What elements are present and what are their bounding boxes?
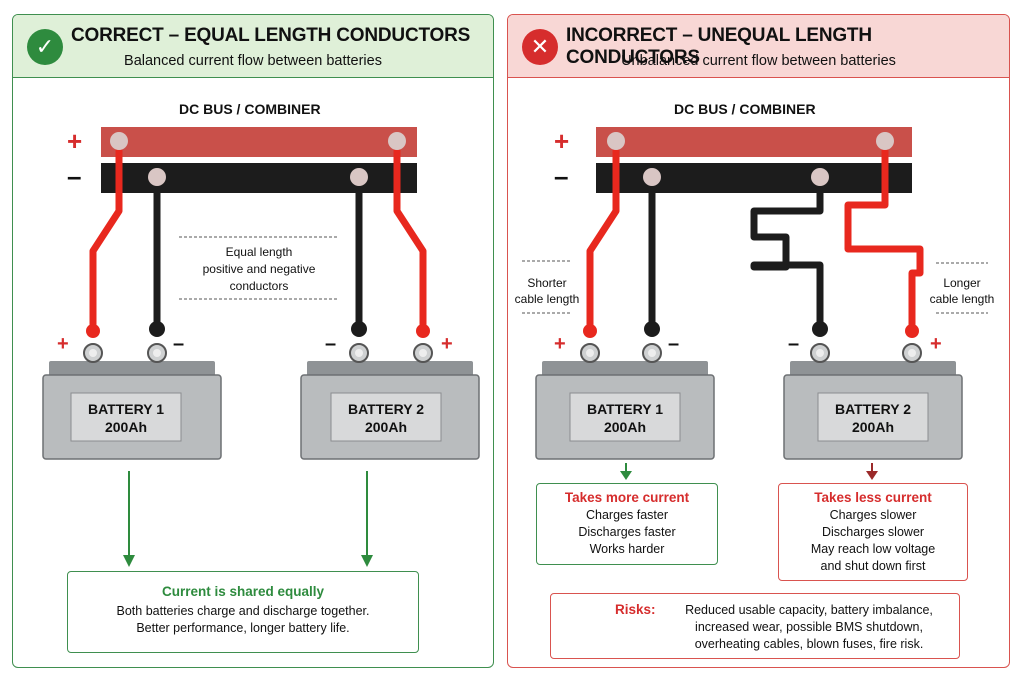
- battery2-label: BATTERY 2 200Ah: [348, 401, 424, 435]
- b1-minus-sign: –: [173, 333, 185, 355]
- battery1-label: BATTERY 1 200Ah: [587, 401, 663, 435]
- battery1: [42, 343, 222, 460]
- b2-minus-sign: –: [325, 333, 337, 355]
- battery1: [535, 343, 715, 460]
- risks-box: Risks: Reduced usable capacity, battery …: [550, 593, 960, 659]
- bus-minus-sign: –: [554, 161, 569, 191]
- risks-text: Reduced usable capacity, battery imbalan…: [685, 603, 933, 651]
- b1-plus-sign: +: [554, 333, 566, 355]
- battery2-negative-cable: [750, 177, 824, 331]
- incorrect-subtitle: Unbalanced current flow between batterie…: [621, 53, 896, 69]
- less-current-box: Takes less current Charges slower Discha…: [778, 483, 968, 581]
- b2-plus-sign: +: [441, 333, 453, 355]
- correct-wiring-diagram: [42, 127, 480, 567]
- equal-length-note: Equal length positive and negative condu…: [202, 245, 316, 293]
- shared-current-box: Current is shared equally Both batteries…: [67, 571, 419, 653]
- correct-title: CORRECT – EQUAL LENGTH CONDUCTORS: [71, 25, 471, 46]
- shorter-cable-note: Shorter cable length: [514, 276, 580, 306]
- battery1-positive-cable: [89, 141, 123, 331]
- x-icon: ✕: [522, 29, 558, 65]
- incorrect-header: ✕ INCORRECT – UNEQUAL LENGTH CONDUCTORS …: [508, 15, 1009, 78]
- battery1-label: BATTERY 1 200Ah: [88, 401, 164, 435]
- b1-plus-sign: +: [57, 333, 69, 355]
- positive-bus-bar: [101, 127, 417, 157]
- b2-minus-sign: –: [788, 333, 800, 355]
- battery2-label: BATTERY 2 200Ah: [835, 401, 911, 435]
- battery1-positive-cable: [586, 141, 620, 331]
- bus-label: DC BUS / COMBINER: [674, 101, 816, 117]
- b1-minus-sign: –: [668, 333, 680, 355]
- bus-minus-sign: –: [67, 161, 82, 191]
- incorrect-panel: ✕ INCORRECT – UNEQUAL LENGTH CONDUCTORS …: [507, 14, 1010, 668]
- bus-label: DC BUS / COMBINER: [179, 101, 321, 117]
- battery2-positive-cable: [393, 141, 427, 331]
- correct-header: ✓ CORRECT – EQUAL LENGTH CONDUCTORS Bala…: [13, 15, 493, 78]
- bus-plus-sign: +: [554, 126, 570, 156]
- correct-panel: ✓ CORRECT – EQUAL LENGTH CONDUCTORS Bala…: [12, 14, 494, 668]
- battery2: [300, 343, 480, 460]
- battery2-positive-cable: [844, 141, 924, 331]
- positive-bus-bar: [596, 127, 912, 157]
- bus-plus-sign: +: [67, 126, 83, 156]
- b2-plus-sign: +: [930, 333, 942, 355]
- more-current-box: Takes more current Charges faster Discha…: [536, 483, 718, 565]
- incorrect-title: INCORRECT – UNEQUAL LENGTH CONDUCTORS: [566, 25, 872, 68]
- longer-cable-note: Longer cable length: [929, 276, 995, 306]
- correct-subtitle: Balanced current flow between batteries: [124, 53, 382, 69]
- incorrect-wiring-diagram: [522, 127, 988, 651]
- check-icon: ✓: [27, 29, 63, 65]
- battery2: [783, 343, 963, 460]
- risks-label: Risks:: [615, 602, 656, 617]
